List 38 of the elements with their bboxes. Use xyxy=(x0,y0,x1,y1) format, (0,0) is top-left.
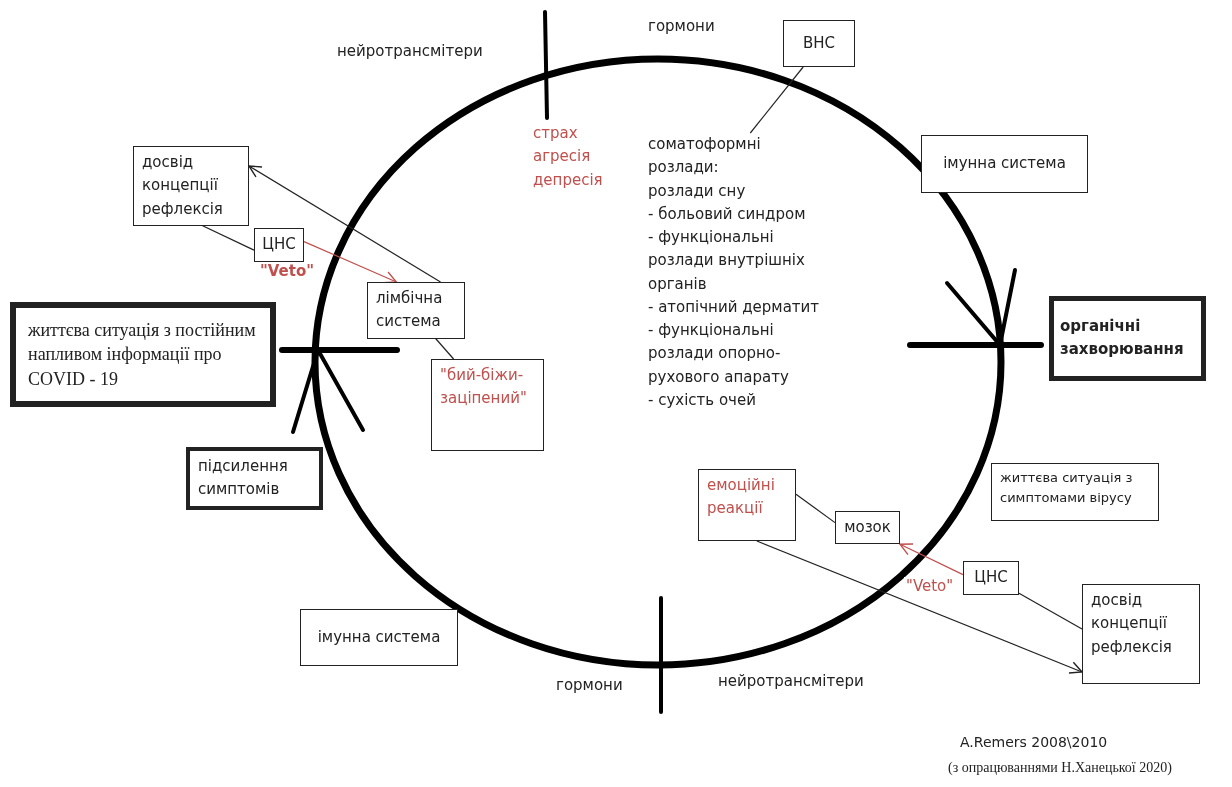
heading-text: соматоформні розлади: xyxy=(648,134,762,179)
label-box: ЦНС xyxy=(254,228,304,262)
annotation-text: нейротрансмітери xyxy=(718,671,864,692)
annotation-text: гормони xyxy=(648,16,715,37)
annotation-text: гормони xyxy=(556,675,623,696)
emphasis-box: життєва ситуація з постійним напливом інформації про COVID - 19 xyxy=(10,302,276,407)
label-box: лімбічна система xyxy=(367,282,465,339)
connector-line xyxy=(202,225,255,251)
list-item: - функціональні розлади опорно-рухового апарату xyxy=(648,320,790,388)
list-item: - атопічний дерматит xyxy=(648,296,821,318)
credit-note: (з опрацюваннями Н.Ханецької 2020) xyxy=(948,759,1172,777)
arrow xyxy=(756,540,1083,674)
list-item: - сухість очей xyxy=(648,389,757,411)
label-box: ВНС xyxy=(783,20,855,67)
label-box: ЦНС xyxy=(963,561,1019,595)
arrow xyxy=(899,543,964,576)
connector-line xyxy=(435,337,455,360)
arrow xyxy=(248,165,442,283)
label-box: досвід концепції рефлексія xyxy=(133,146,249,226)
emphasis-box: підсилення симптомів xyxy=(186,447,323,510)
label-box: "бий-біжи-заціпений" xyxy=(431,359,544,451)
label-box: життєва ситуація з симптомами вірусу xyxy=(991,463,1159,521)
label-box: імунна система xyxy=(921,135,1088,193)
arrow xyxy=(303,241,398,284)
list-item: розлади сну xyxy=(648,180,747,202)
label-box: досвід концепції рефлексія xyxy=(1082,584,1200,684)
label-box: імунна система xyxy=(300,609,458,666)
emotion-list-text: страх агресія депресія xyxy=(533,123,604,191)
connector-line xyxy=(749,66,804,134)
author-credit: A.Remers 2008\2010 xyxy=(960,733,1108,752)
label-box: емоційні реакції xyxy=(698,469,796,541)
connector-line xyxy=(795,493,836,524)
label-box: мозок xyxy=(835,511,900,545)
annotation-text: нейротрансмітери xyxy=(337,41,483,62)
connector-line xyxy=(1018,592,1083,630)
list-item: - больовий синдром xyxy=(648,203,807,225)
list-item: - функціональні розлади внутрішніх органів xyxy=(648,227,806,295)
emphasis-box: органічні захворювання xyxy=(1049,296,1206,381)
